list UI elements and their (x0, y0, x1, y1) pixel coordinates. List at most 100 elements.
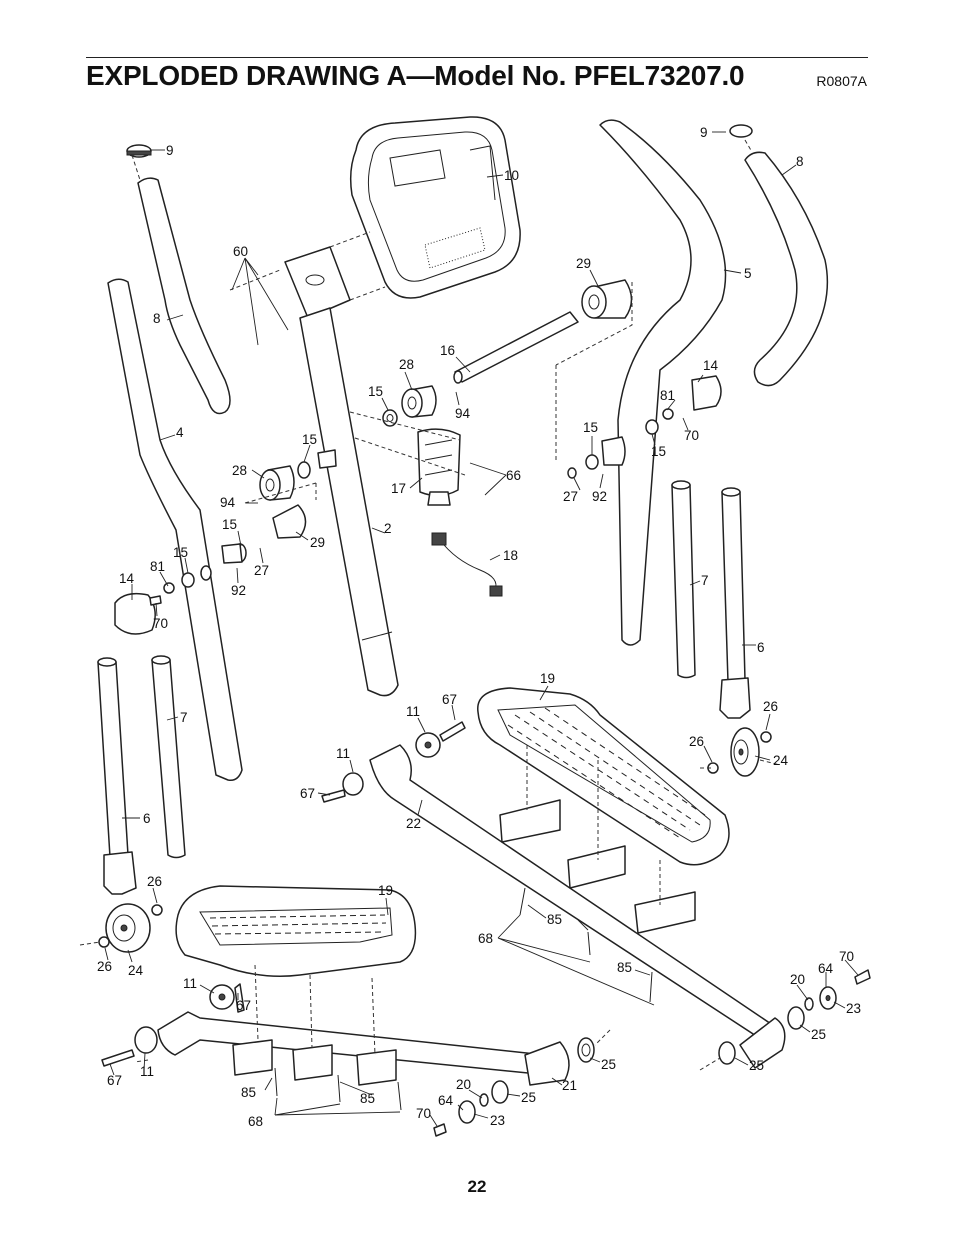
callout-29-left: 29 (310, 535, 325, 550)
callout-64-right: 64 (818, 961, 834, 976)
callout-11-b: 11 (336, 746, 350, 761)
callout-94-left: 94 (220, 495, 236, 510)
callout-92-right: 92 (592, 489, 607, 504)
callout-24-left: 24 (128, 963, 144, 978)
pulley-part-29-left (272, 504, 307, 539)
callout-70-c: 70 (839, 949, 854, 964)
leader-lines (104, 131, 859, 1127)
arm-part-5 (599, 119, 727, 646)
callout-66: 66 (506, 468, 521, 483)
pulley-part-28-left (259, 465, 295, 501)
callout-64-left: 64 (438, 1093, 454, 1108)
callout-9-left: 9 (166, 143, 174, 158)
callout-15-b: 15 (583, 420, 598, 435)
screws-part-68 (274, 887, 653, 1111)
callout-15-a: 15 (368, 384, 383, 399)
callout-19-upper: 19 (540, 671, 555, 686)
callout-94-upper: 94 (455, 406, 471, 421)
callout-14-right: 14 (703, 358, 719, 373)
hardware-pivot (101, 721, 466, 1067)
wheel-part-24-left (105, 903, 151, 953)
callout-labels: 9 10 60 8 9 8 5 29 16 28 15 94 14 81 70 … (97, 125, 861, 1129)
callout-11-d: 11 (140, 1064, 154, 1079)
upright-tube-part-2 (299, 307, 399, 697)
callout-26-d: 26 (97, 959, 112, 974)
callout-70-right: 70 (684, 428, 699, 443)
callout-85-b: 85 (617, 960, 632, 975)
bearing-15-upper (382, 409, 398, 427)
callout-10: 10 (504, 168, 519, 183)
page-number: 22 (467, 1177, 487, 1196)
callout-15-e: 15 (222, 517, 237, 532)
endcap-part-14-right (691, 375, 722, 411)
handlebar-part-8-left (126, 144, 231, 415)
handlebar-part-8-right (729, 124, 829, 387)
callout-67-a: 67 (442, 692, 457, 707)
callout-70-d: 70 (416, 1106, 431, 1121)
callout-21: 21 (562, 1078, 577, 1093)
endcap-part-14-left (114, 592, 156, 635)
callout-67-b: 67 (300, 786, 315, 801)
callout-23-right: 23 (846, 1001, 861, 1016)
callout-16: 16 (440, 343, 455, 358)
callout-8-right: 8 (796, 154, 804, 169)
small-parts-right (567, 408, 674, 479)
small-parts-left (149, 543, 247, 606)
callout-85-a: 85 (547, 912, 562, 927)
bracket-part-17 (417, 428, 461, 506)
callout-24-right: 24 (773, 753, 789, 768)
wheel-part-24-right (730, 727, 760, 777)
callout-27-right: 27 (563, 489, 578, 504)
callout-29-right: 29 (576, 256, 591, 271)
pulley-part-29-right (581, 279, 633, 319)
callout-14-left: 14 (119, 571, 135, 586)
pedal-arm-part-21 (157, 1011, 570, 1086)
callout-28-upper: 28 (399, 357, 414, 372)
callout-85-c: 85 (241, 1085, 256, 1100)
callout-7-right: 7 (701, 573, 709, 588)
callout-85-d: 85 (360, 1091, 375, 1106)
callout-22: 22 (406, 816, 421, 831)
callout-60: 60 (233, 244, 248, 259)
callout-68-lower: 68 (248, 1114, 263, 1129)
callout-68-upper: 68 (478, 931, 493, 946)
rollers-part-25 (433, 969, 871, 1137)
callout-26-b: 26 (689, 734, 704, 749)
callout-9-right: 9 (700, 125, 708, 140)
callout-17: 17 (391, 481, 406, 496)
callout-67-d: 67 (107, 1073, 122, 1088)
callout-2: 2 (384, 521, 392, 536)
callout-5: 5 (744, 266, 752, 281)
leg-part-7-right (671, 480, 696, 679)
mounting-plate (284, 231, 386, 319)
pulley-part-28-upper (401, 385, 437, 418)
callout-27-left: 27 (254, 563, 269, 578)
console-part-10 (349, 116, 521, 299)
callout-8-left: 8 (153, 311, 161, 326)
callout-4: 4 (176, 425, 184, 440)
callout-18: 18 (503, 548, 518, 563)
callout-67-c: 67 (236, 998, 251, 1013)
callout-11-c: 11 (183, 976, 197, 991)
callout-23-left: 23 (490, 1113, 505, 1128)
callout-25-b: 25 (749, 1058, 764, 1073)
leg-part-6-right (719, 487, 751, 719)
leg-part-6-left (97, 657, 137, 895)
callout-28-left: 28 (232, 463, 247, 478)
callout-70-left: 70 (153, 616, 168, 631)
arm-part-4 (107, 278, 243, 782)
callout-25-d: 25 (521, 1090, 536, 1105)
leg-part-7-left (151, 655, 186, 859)
callout-92-left: 92 (231, 583, 246, 598)
callout-81-right: 81 (660, 388, 675, 403)
drawing-reference: R0807A (816, 73, 867, 89)
callout-81-left: 81 (150, 559, 165, 574)
callout-6-left: 6 (143, 811, 151, 826)
callout-7-left: 7 (180, 710, 188, 725)
callout-25-a: 25 (811, 1027, 826, 1042)
axle-part-16 (453, 311, 579, 384)
callout-11-a: 11 (406, 704, 420, 719)
callout-26-a: 26 (763, 699, 778, 714)
callout-15-d: 15 (302, 432, 317, 447)
